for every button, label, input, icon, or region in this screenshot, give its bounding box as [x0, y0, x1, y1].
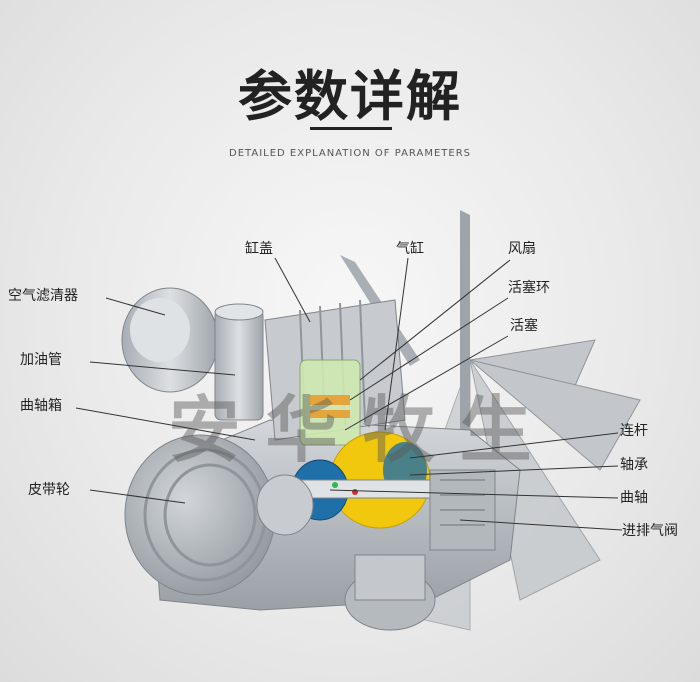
watermark: 安 华 牧 生 [168, 388, 531, 472]
crank-cutaway [291, 431, 441, 529]
air-filter [121, 287, 219, 393]
label-connecting-rod: 连杆 [620, 423, 648, 439]
page-title: 参数详解 [238, 65, 462, 128]
label-bearing: 轴承 [620, 457, 648, 473]
title-underline [310, 127, 392, 130]
valves-block [429, 469, 496, 551]
label-fan: 风扇 [508, 241, 536, 257]
label-cylinder: 气缸 [396, 240, 424, 257]
label-cylinder-head: 缸盖 [245, 240, 273, 257]
label-belt-pulley: 皮带轮 [28, 482, 70, 498]
cylinder-cutaway [299, 359, 361, 446]
page-subtitle: DETAILED EXPLANATION OF PARAMETERS [229, 148, 471, 159]
label-oil-pipe: 加油管 [20, 352, 62, 368]
fan-stand [460, 210, 470, 430]
label-air-filter: 空气滤清器 [8, 288, 78, 304]
label-piston: 活塞 [510, 317, 538, 334]
belt-pulley [124, 434, 314, 596]
oil-pipe [214, 303, 264, 421]
leader-lines [75, 257, 623, 531]
label-crankcase: 曲轴箱 [20, 398, 62, 414]
label-valves: 进排气阀 [622, 523, 678, 539]
label-piston-ring: 活塞环 [508, 279, 550, 296]
label-crankshaft: 曲轴 [620, 490, 648, 506]
